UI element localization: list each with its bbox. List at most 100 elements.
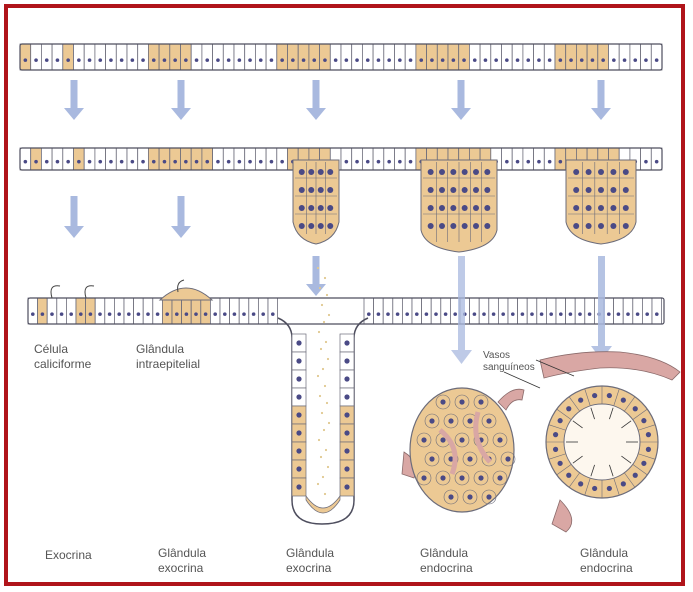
epithelial-cell <box>555 44 566 70</box>
epithelial-cell <box>330 44 341 70</box>
epithelial-cell <box>41 148 52 170</box>
epithelial-cell <box>170 148 181 170</box>
epithelial-cell <box>469 44 480 70</box>
secretion-dot <box>328 422 330 424</box>
secretion-dot <box>323 321 325 323</box>
cell-nucleus <box>441 58 445 62</box>
epithelial-cell <box>373 148 384 170</box>
epithelial-cell <box>106 44 117 70</box>
follicle-nucleus <box>633 406 638 411</box>
epithelial-cell <box>427 44 438 70</box>
tube-nucleus <box>296 430 301 435</box>
endocrine-follicle <box>546 386 658 498</box>
cluster-nucleus <box>459 437 464 442</box>
epithelial-cell <box>202 44 213 70</box>
gland-nucleus <box>308 187 314 193</box>
follicle-nucleus <box>553 432 558 437</box>
cell-nucleus <box>386 312 390 316</box>
label-bottom-exocrine: Exocrina <box>45 548 92 563</box>
epithelial-cell <box>182 298 192 324</box>
cell-nucleus <box>302 58 306 62</box>
cell-nucleus <box>56 160 60 164</box>
tube-nucleus <box>344 376 349 381</box>
epithelial-cell <box>138 44 149 70</box>
cell-nucleus <box>173 160 177 164</box>
tube-nucleus <box>296 412 301 417</box>
gland-nucleus <box>450 205 456 211</box>
tube-nucleus <box>344 448 349 453</box>
gland-nucleus <box>586 187 592 193</box>
epithelial-cell <box>544 148 555 170</box>
epithelial-cell <box>373 44 384 70</box>
vessel-branch <box>498 389 524 410</box>
follicle-nucleus <box>592 486 597 491</box>
gland-nucleus <box>473 169 479 175</box>
cell-nucleus <box>31 312 35 316</box>
gland-nucleus <box>308 223 314 229</box>
follicle-nucleus <box>641 461 646 466</box>
cell-nucleus <box>516 58 520 62</box>
epithelial-cell <box>598 44 609 70</box>
gland-nucleus <box>308 205 314 211</box>
follicle-nucleus <box>566 473 571 478</box>
leader-line <box>504 372 540 388</box>
gland-nucleus <box>573 223 579 229</box>
cell-nucleus <box>452 58 456 62</box>
gland-nucleus <box>573 169 579 175</box>
label-exocrine-gland-1-line1: Glândula <box>158 546 206 561</box>
epithelial-cell <box>268 298 278 324</box>
secretion-dot <box>327 466 329 468</box>
cell-nucleus <box>163 58 167 62</box>
arrow-head <box>451 108 471 120</box>
gland-nucleus <box>450 187 456 193</box>
cell-nucleus <box>98 58 102 62</box>
gland-nucleus <box>428 169 434 175</box>
epithelial-cell <box>114 298 124 324</box>
gland-nucleus <box>462 205 468 211</box>
secretion-dot <box>327 358 329 360</box>
epithelial-cell <box>249 298 259 324</box>
cell-nucleus <box>141 160 145 164</box>
cell-nucleus <box>238 58 242 62</box>
gland-nucleus <box>318 205 324 211</box>
secretion-dot <box>325 341 327 343</box>
gland-nucleus <box>299 187 305 193</box>
epithelial-cell <box>277 44 288 70</box>
epithelial-cell <box>159 148 170 170</box>
cell-nucleus <box>131 160 135 164</box>
cluster-nucleus <box>448 494 453 499</box>
tube-nucleus <box>344 466 349 471</box>
epithelial-cell <box>181 44 192 70</box>
epithelial-cell <box>309 44 320 70</box>
cell-nucleus <box>259 160 263 164</box>
follicle-nucleus <box>558 418 563 423</box>
epithelial-cell <box>479 298 489 324</box>
cluster-nucleus <box>459 399 464 404</box>
gland-nucleus <box>428 223 434 229</box>
epithelial-cell <box>633 298 643 324</box>
cell-nucleus <box>644 160 648 164</box>
cell-nucleus <box>377 58 381 62</box>
secretion-dot <box>320 348 322 350</box>
label-exocrine-gland-2-line2: exocrina <box>286 561 334 576</box>
epithelial-cell <box>223 148 234 170</box>
epithelial-cell <box>362 148 373 170</box>
cell-nucleus <box>77 160 81 164</box>
epithelial-cell <box>566 44 577 70</box>
epithelial-cell <box>393 298 403 324</box>
epithelial-cell <box>127 148 138 170</box>
epithelial-cell <box>341 44 352 70</box>
tube-nucleus <box>296 376 301 381</box>
epithelial-cell <box>614 298 624 324</box>
epithelial-cell <box>47 298 57 324</box>
follicle-nucleus <box>646 432 651 437</box>
gland-nucleus <box>610 187 616 193</box>
cell-nucleus <box>355 58 359 62</box>
epithelial-cell <box>116 44 127 70</box>
cell-nucleus <box>473 58 477 62</box>
cell-nucleus <box>453 312 457 316</box>
cell-nucleus <box>323 58 327 62</box>
epithelial-cell <box>148 44 159 70</box>
gland-nucleus <box>462 223 468 229</box>
cell-nucleus <box>89 312 93 316</box>
